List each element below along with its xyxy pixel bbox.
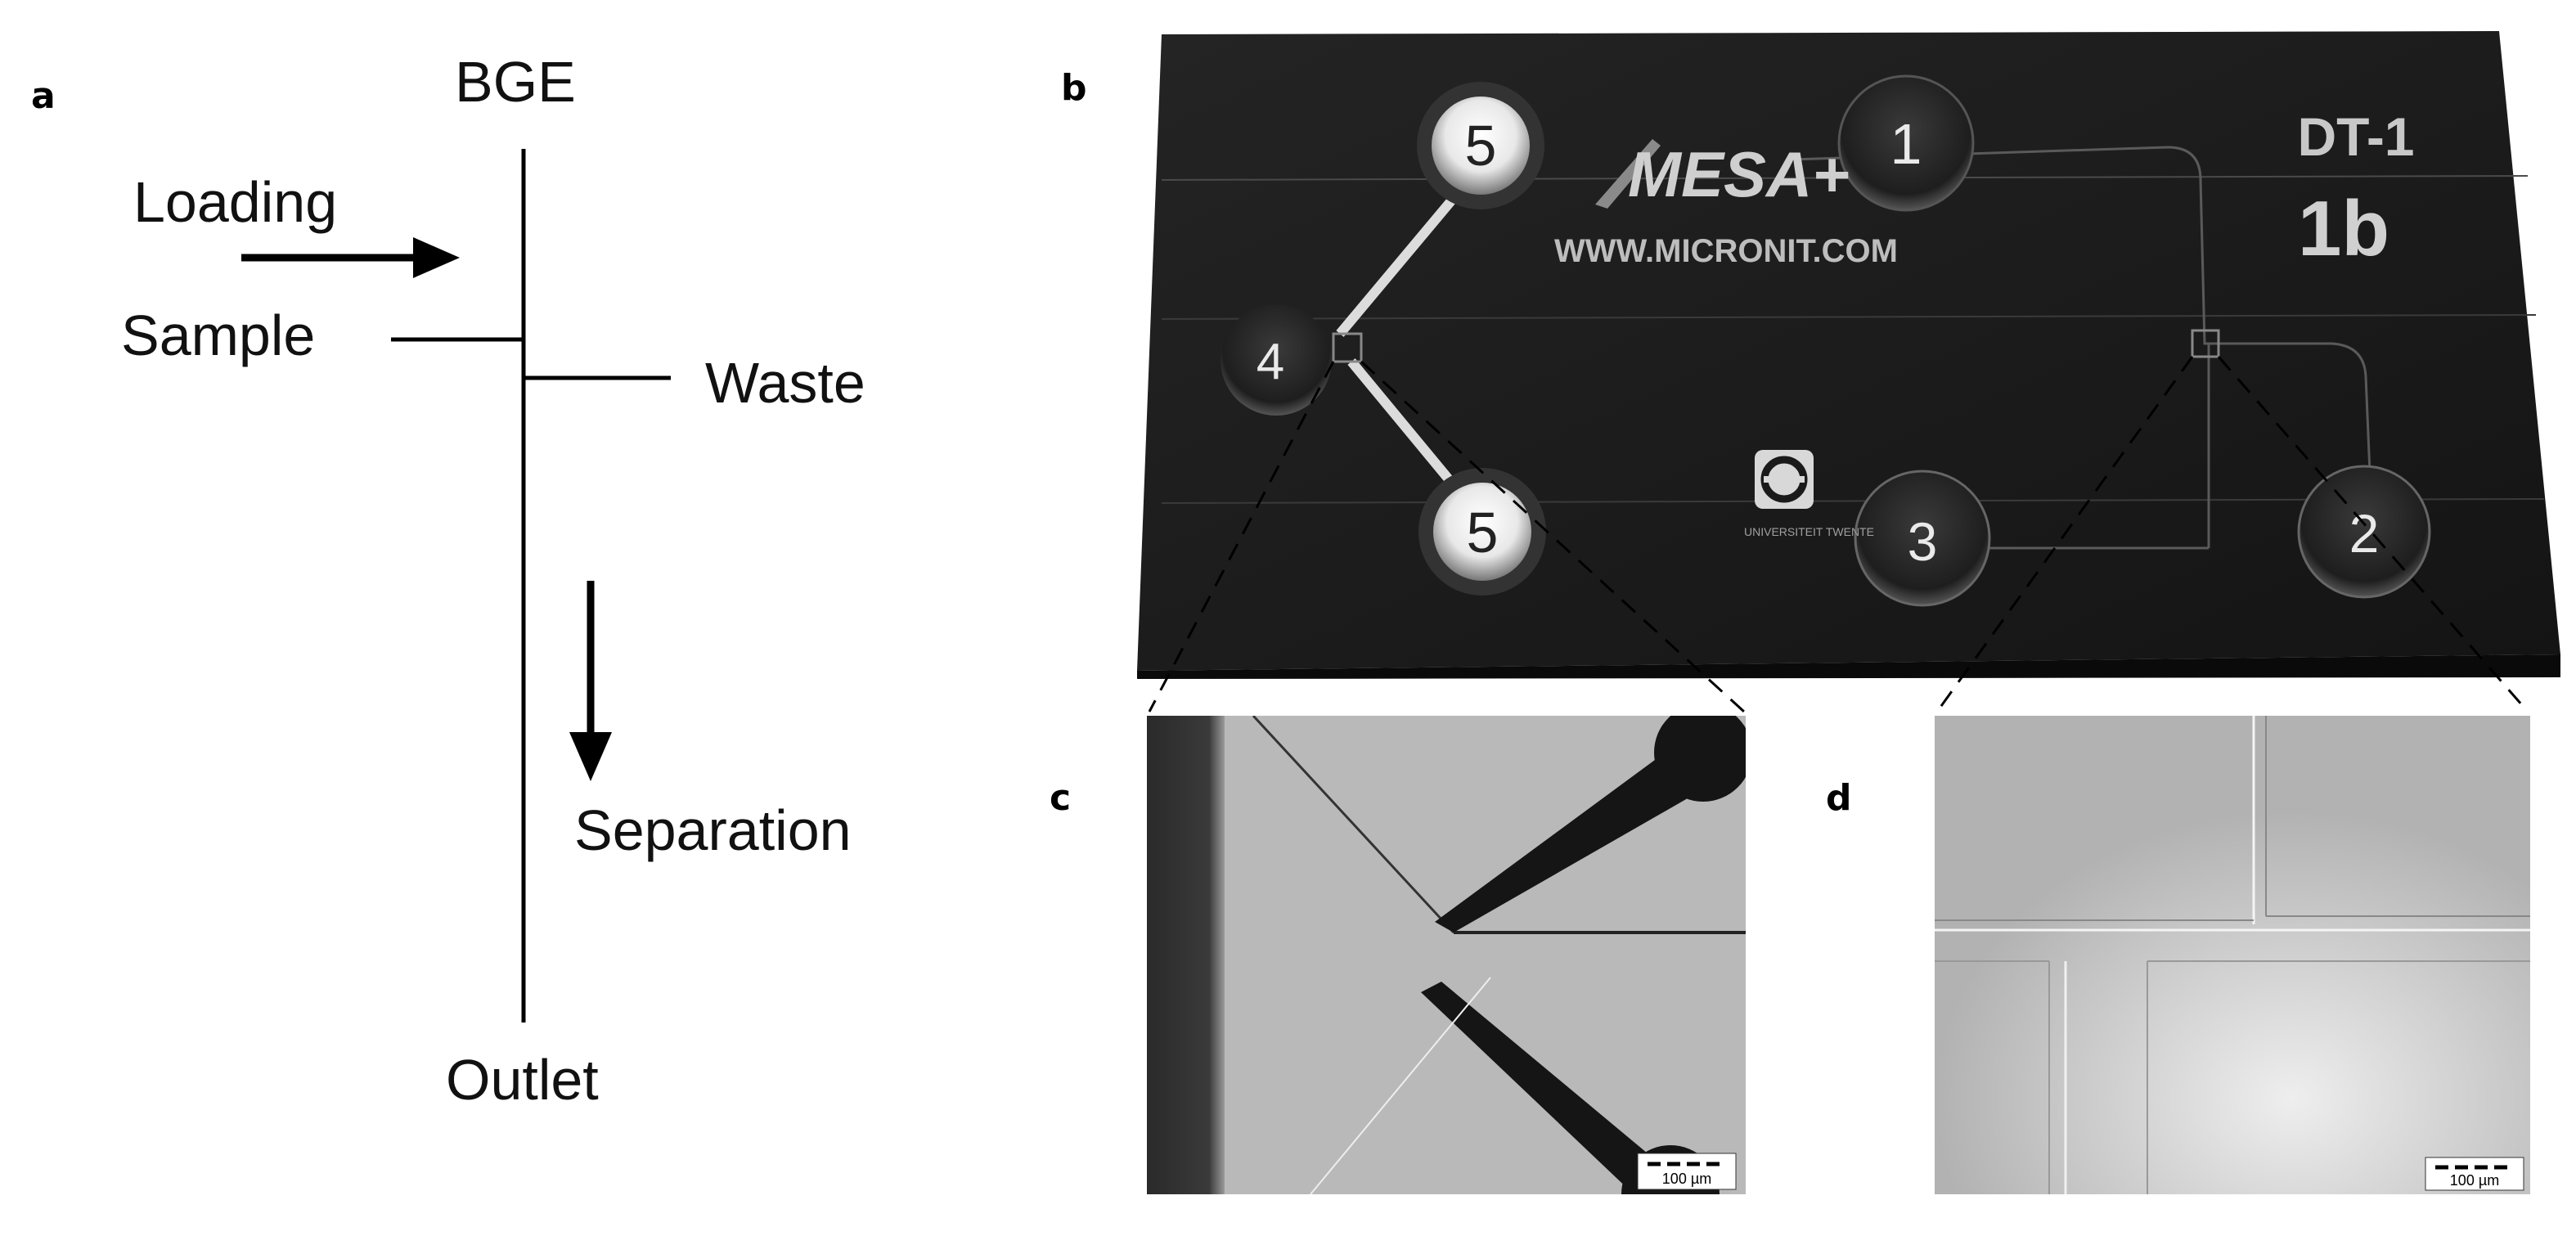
waste-label: Waste (705, 351, 865, 415)
reservoir-label-5-bottom: 5 (1467, 501, 1499, 564)
zoom-line-c-left (1148, 361, 1335, 712)
loading-arrow-head (413, 237, 460, 278)
panel-label-c: c (1050, 777, 1072, 819)
svg-text:MESA+: MESA+ (1628, 138, 1850, 210)
glare-line (1161, 175, 2529, 181)
separation-label: Separation (574, 798, 852, 862)
zoom-line-d-left (1935, 356, 2194, 712)
reservoir-5-top (1417, 82, 1544, 209)
glare-line (1161, 314, 2537, 320)
sample-label: Sample (121, 303, 316, 367)
outlet-label: Outlet (446, 1048, 599, 1112)
reservoir-1 (1837, 74, 1975, 212)
chip-code-line1: DT-1 (2297, 106, 2414, 167)
mesa-logo: MESA+ (1595, 138, 1850, 210)
reservoir-3 (1854, 470, 1991, 607)
loading-label: Loading (133, 170, 338, 234)
intersection-box-right (2191, 329, 2220, 358)
channel-right (1791, 146, 2374, 533)
university-text: UNIVERSITEIT TWENTE (1744, 525, 1874, 538)
panel-label-d: d (1826, 777, 1852, 819)
scale-bar-c: 100 µm (1662, 1171, 1711, 1187)
reservoir-label-3: 3 (1908, 511, 1938, 572)
separation-arrow-head (569, 732, 612, 781)
micrograph-c: 100 µm (1147, 716, 1746, 1194)
microchip-photo: 5 5 4 1 3 2 MESA+ WWW.MICRONIT.COM UNIVE… (1137, 31, 2560, 679)
university-logo (1755, 450, 1814, 509)
zoom-line-c-right (1360, 360, 1746, 713)
chip-edge (1137, 654, 2560, 679)
channel-schematic (241, 149, 671, 1023)
bge-label: BGE (455, 50, 576, 114)
chip-code-line2: 1b (2298, 185, 2389, 272)
zoom-line-d-right (2217, 356, 2529, 712)
reservoir-label-4: 4 (1257, 334, 1284, 390)
reservoir-2 (2297, 465, 2431, 599)
reservoir-label-5-top: 5 (1465, 114, 1497, 178)
reservoir-label-1: 1 (1890, 112, 1922, 176)
panel-label-a: a (31, 75, 56, 117)
scale-bar-d: 100 µm (2450, 1172, 2499, 1189)
reservoir-4 (1221, 304, 1332, 416)
panel-label-b: b (1061, 67, 1087, 109)
intersection-box-left (1332, 332, 1363, 363)
micrograph-d: 100 µm (1935, 716, 2530, 1194)
website-text: WWW.MICRONIT.COM (1554, 233, 1898, 269)
